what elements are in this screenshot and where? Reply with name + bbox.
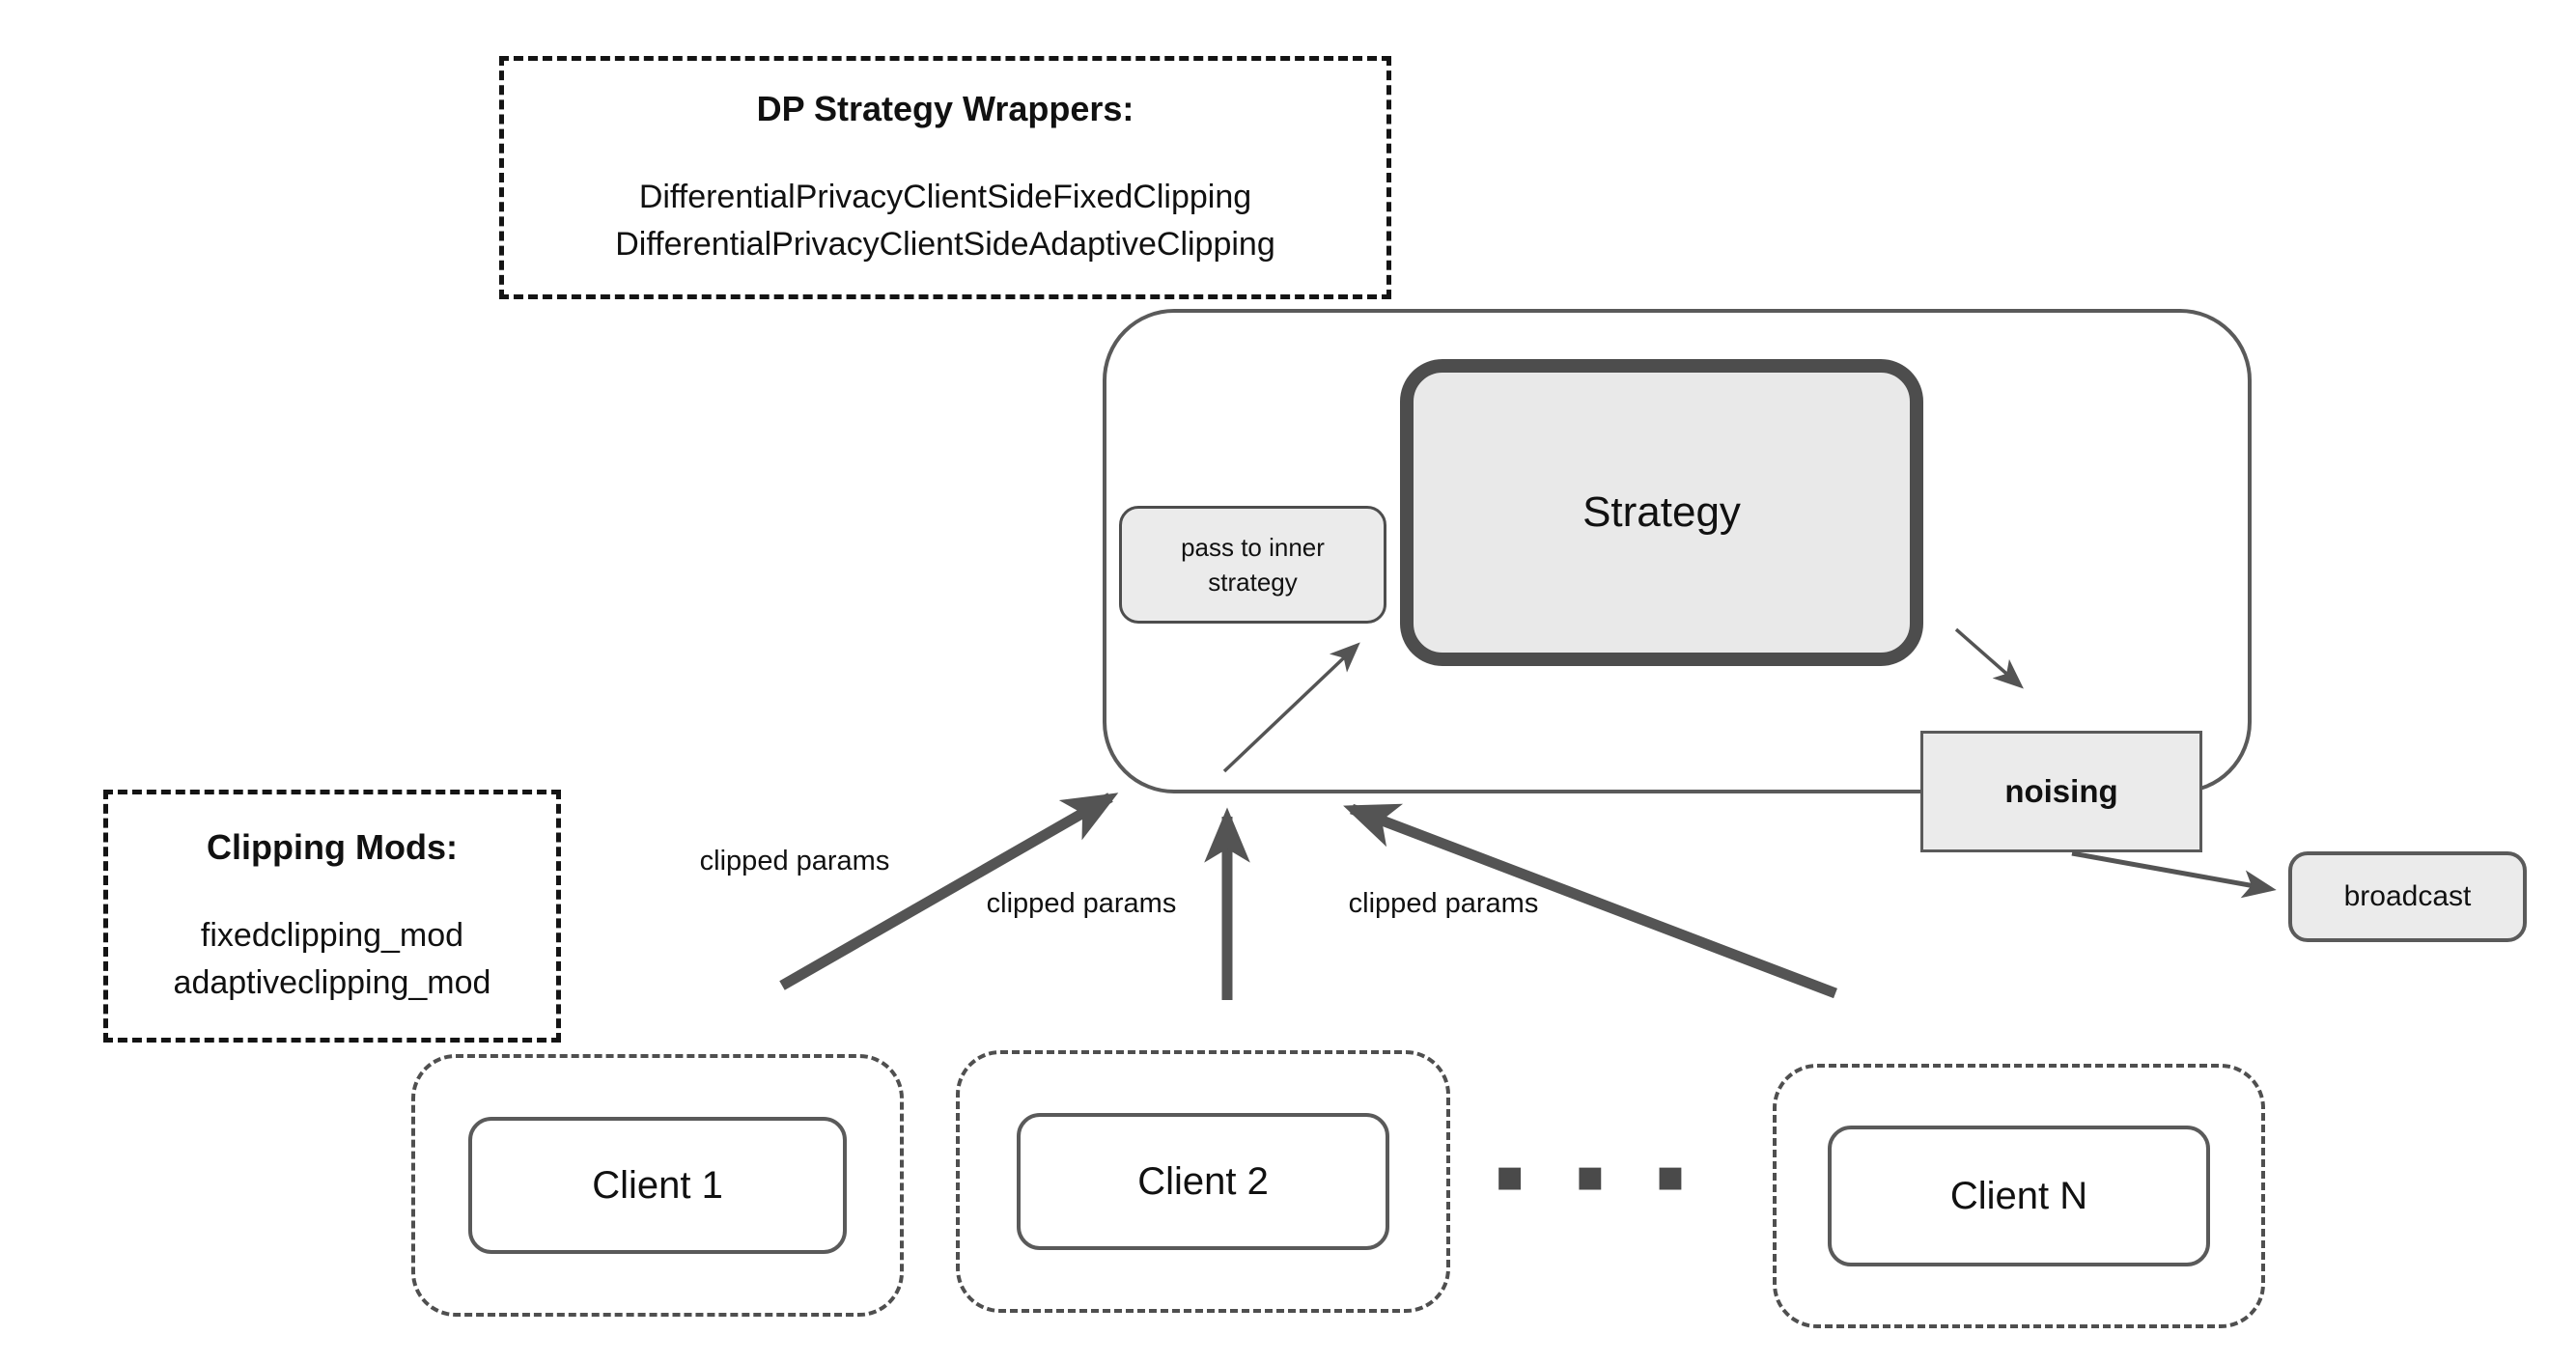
dp-strategy-wrappers-title: DP Strategy Wrappers: [756, 89, 1134, 129]
client-1-label: Client 1 [592, 1163, 723, 1207]
dp-wrapper-class-fixed: DifferentialPrivacyClientSideFixedClippi… [638, 179, 1252, 216]
client-2-group: Client 2 [956, 1050, 1450, 1313]
client-n-box: Client N [1828, 1126, 2210, 1266]
pass-to-inner-strategy-label: pass to inner strategy [1181, 532, 1325, 597]
noising-box: noising [1920, 731, 2202, 852]
dp-wrapper-class-adaptive: DifferentialPrivacyClientSideAdaptiveCli… [615, 225, 1275, 263]
clipped-params-label-1: clipped params [699, 846, 890, 876]
noising-label: noising [2004, 773, 2118, 809]
strategy-label: Strategy [1582, 488, 1741, 536]
client-2-label: Client 2 [1137, 1159, 1269, 1203]
clipping-mods-title: Clipping Mods: [207, 827, 458, 868]
pass-to-inner-strategy-box: pass to inner strategy [1119, 506, 1386, 624]
noising-to-broadcast-arrow [2071, 850, 2277, 899]
client-n-label: Client N [1949, 1174, 2088, 1217]
client-2-box: Client 2 [1017, 1113, 1389, 1250]
clients-ellipsis: ▪ ▪ ▪ [1495, 1149, 1703, 1201]
clipping-mods-box: Clipping Mods: fixedclipping_mod adaptiv… [103, 790, 561, 1043]
clipping-mod-adaptive: adaptiveclipping_mod [173, 963, 491, 1001]
server-container [1103, 309, 2252, 793]
strategy-box: Strategy [1400, 359, 1923, 666]
clipped-params-label-3: clipped params [1348, 888, 1539, 919]
dp-strategy-wrappers-box: DP Strategy Wrappers: DifferentialPrivac… [499, 56, 1391, 299]
clipped-params-label-2: clipped params [986, 888, 1177, 919]
client-1-box: Client 1 [468, 1117, 847, 1254]
client-1-group: Client 1 [411, 1054, 904, 1317]
client-n-group: Client N [1773, 1064, 2265, 1328]
broadcast-label: broadcast [2343, 880, 2472, 912]
broadcast-box: broadcast [2288, 851, 2527, 942]
clipping-mod-fixed: fixedclipping_mod [200, 917, 464, 955]
